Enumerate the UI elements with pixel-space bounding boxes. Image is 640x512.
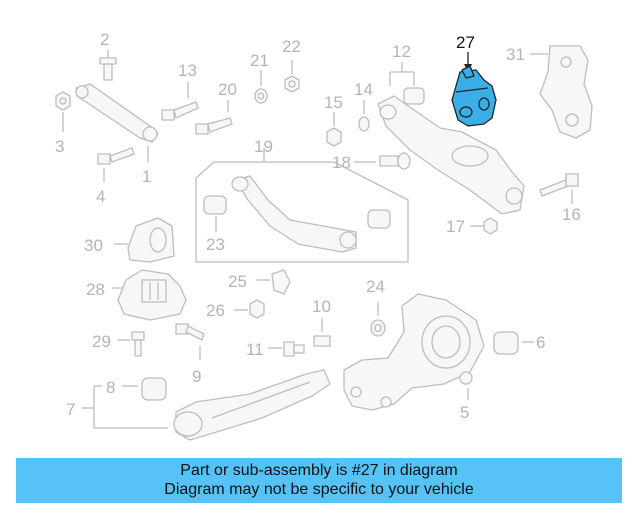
callout-28: 28 [86,280,105,299]
callout-19: 19 [254,137,273,156]
info-banner: Part or sub-assembly is #27 in diagram D… [16,458,622,503]
part-11-bolt [268,341,305,357]
part-7-trailing-arm [173,369,331,441]
lower-control-arm [377,95,525,215]
part-21-washer [254,70,268,104]
part-1-link-arm [75,83,159,162]
part-22-nut [284,60,300,93]
part-27-bracket-highlighted [451,52,497,127]
callout-14: 14 [354,80,373,99]
callout-29: 29 [92,332,111,351]
callout-5: 5 [460,403,469,422]
part-6-bushing [493,331,534,355]
callout-27: 27 [456,33,475,52]
part-16-bolt [539,173,579,204]
callout-30: 30 [84,236,103,255]
part-15-nut [326,112,342,147]
callout-7-bracket-lines [82,385,168,429]
part-10-bolt [313,318,331,347]
callout-6: 6 [536,333,545,352]
banner-line-2: Diagram may not be specific to your vehi… [164,481,474,498]
part-25-clip [256,269,291,295]
callout-10: 10 [312,297,331,316]
callout-4: 4 [96,187,105,206]
part-24-washer [370,302,386,337]
part-30-bushing [114,217,175,263]
part-14-washer [358,100,370,132]
part-28-mount [112,269,187,321]
callout-13: 13 [178,61,197,80]
part-3-nut [55,91,71,132]
part-31-bracket [530,45,593,139]
callout-15: 15 [324,93,343,112]
part-19-upper-arm-group [195,148,409,263]
callout-22: 22 [282,37,301,56]
part-9-bolt [175,323,205,360]
callout-24: 24 [366,277,385,296]
part-17-nut [470,217,498,235]
part-4-bolt [97,147,135,182]
callout-23: 23 [206,235,225,254]
callout-9: 9 [192,367,201,386]
callout-12: 12 [392,42,411,61]
part-26-nut [234,299,265,319]
callout-16: 16 [562,205,581,224]
part-5-knuckle [343,293,485,411]
part-2-bolt [99,50,117,81]
callout-18: 18 [332,153,351,172]
callout-25: 25 [228,272,247,291]
callout-31: 31 [506,45,525,64]
callout-3: 3 [55,137,64,156]
callout-7: 7 [66,400,75,419]
callout-2: 2 [100,30,109,49]
part-18-bolt [354,152,411,170]
part-29-bolt [118,331,145,357]
part-12-bushing [389,62,425,105]
part-20-bolt [195,100,233,135]
callout-1: 1 [142,167,151,186]
part-13-bolt [161,82,199,121]
part-8-bushing [122,377,167,401]
callout-21: 21 [250,51,269,70]
callout-26: 26 [206,301,225,320]
callout-8: 8 [106,378,115,397]
callout-17: 17 [446,217,465,236]
banner-line-1: Part or sub-assembly is #27 in diagram [180,462,458,479]
callout-11: 11 [246,340,264,359]
callout-20: 20 [218,80,237,99]
